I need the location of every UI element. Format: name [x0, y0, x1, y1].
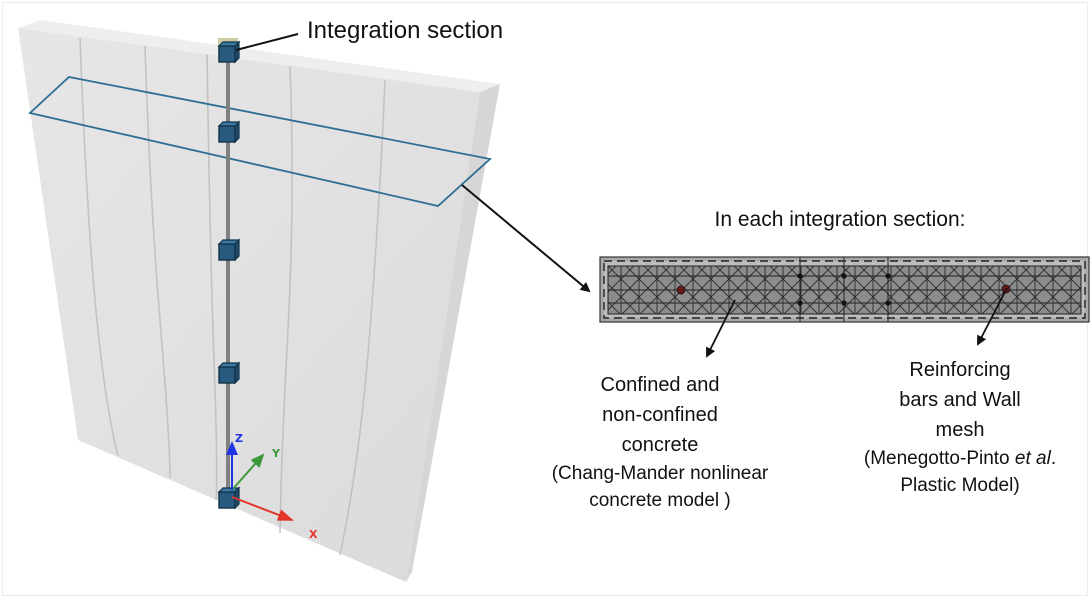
- steel-pointer-arrow: [977, 287, 1008, 346]
- integration-node-cube: [217, 40, 241, 64]
- concrete-model-line-1: (Chang-Mander nonlinear: [551, 463, 769, 484]
- integration-node-cube: [217, 361, 241, 385]
- fiber-cross-section: [599, 256, 1090, 323]
- concrete-line-3: concrete: [621, 434, 699, 456]
- section-callout-arrow: [461, 184, 591, 293]
- steel-material-label: Reinforcing bars and Wall mesh (Menegott…: [820, 355, 1092, 499]
- wall-texture-lines: [79, 37, 386, 556]
- concrete-wall: [18, 20, 500, 582]
- steel-model-italic: et al: [1014, 448, 1051, 469]
- integration-node-cube: [217, 486, 241, 510]
- mesh-rebar-points: [797, 273, 891, 306]
- integration-label-leader: [235, 33, 299, 51]
- wall-top-face: [18, 20, 500, 92]
- axis-x-arrow: [231, 496, 294, 521]
- steel-model-prefix: (Menegotto-Pinto: [863, 448, 1015, 469]
- wall-front-face: [18, 28, 480, 582]
- axis-z-label: Z: [235, 432, 243, 445]
- integration-node-cube: [217, 238, 241, 262]
- steel-model-line-2: Plastic Model): [900, 475, 1020, 496]
- integration-nodes: [217, 40, 241, 510]
- steel-line-2: bars and Wall: [899, 389, 1021, 411]
- concrete-model-line-2: concrete model ): [589, 490, 731, 511]
- axis-y-arrow: [231, 453, 265, 491]
- integration-section-plane: [28, 76, 492, 207]
- steel-model-suffix: .: [1050, 448, 1057, 469]
- wall-side-face: [406, 84, 500, 582]
- steel-line-3: mesh: [935, 419, 985, 441]
- section-heading: In each integration section:: [714, 208, 966, 231]
- axes-triad: X Y Z: [226, 432, 318, 541]
- axis-y-label: Y: [271, 447, 281, 460]
- concrete-material-label: Confined and non-confined concrete (Chan…: [520, 370, 800, 514]
- concrete-line-1: Confined and: [600, 374, 720, 396]
- concrete-pointer-arrow: [706, 299, 736, 358]
- steel-model-line-1: (Menegotto-Pinto et al.: [820, 445, 1092, 472]
- axis-x-label: X: [309, 528, 318, 541]
- steel-line-1: Reinforcing: [909, 359, 1011, 381]
- concrete-line-2: non-confined: [602, 404, 718, 426]
- integration-node-cube: [217, 120, 241, 144]
- rebar-left: [676, 285, 686, 295]
- integration-section-label: Integration section: [307, 17, 504, 44]
